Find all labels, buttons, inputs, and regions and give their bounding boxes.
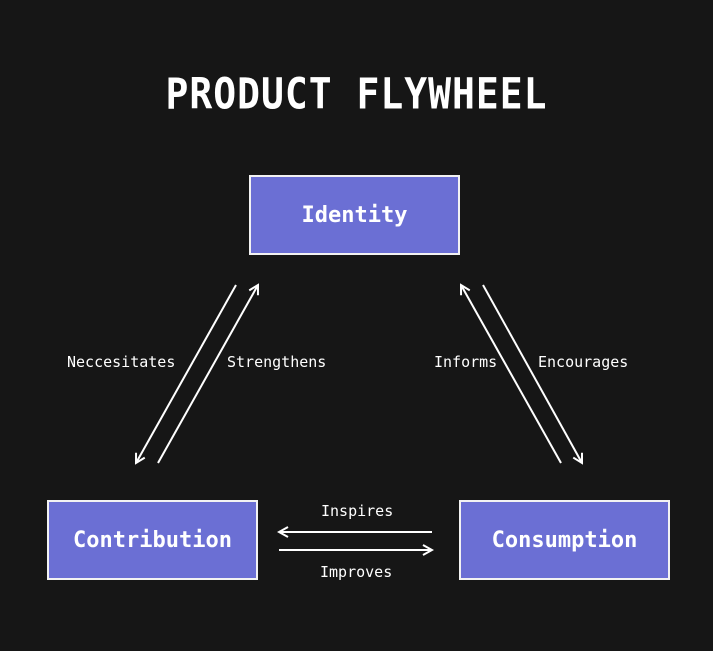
edge-label-strengthens: Strengthens — [227, 353, 327, 371]
node-identity-label: Identity — [301, 202, 408, 228]
arrow-contribution-to-identity — [157, 285, 258, 464]
node-consumption[interactable]: Consumption — [459, 500, 670, 580]
node-identity[interactable]: Identity — [249, 175, 460, 255]
node-contribution-label: Contribution — [73, 527, 232, 553]
edge-label-inspires: Inspires — [321, 502, 394, 520]
edge-label-neccesitates: Neccesitates — [67, 353, 176, 371]
edge-label-improves: Improves — [320, 563, 393, 581]
arrow-identity-to-consumption — [482, 284, 582, 463]
node-contribution[interactable]: Contribution — [47, 500, 258, 580]
edge-label-informs: Informs — [434, 353, 498, 371]
edge-label-encourages: Encourages — [538, 353, 629, 371]
arrow-consumption-to-identity — [461, 285, 562, 464]
node-consumption-label: Consumption — [491, 527, 638, 553]
arrow-identity-to-contribution — [136, 284, 237, 463]
diagram-title: PRODUCT FLYWHEEL — [165, 69, 548, 119]
